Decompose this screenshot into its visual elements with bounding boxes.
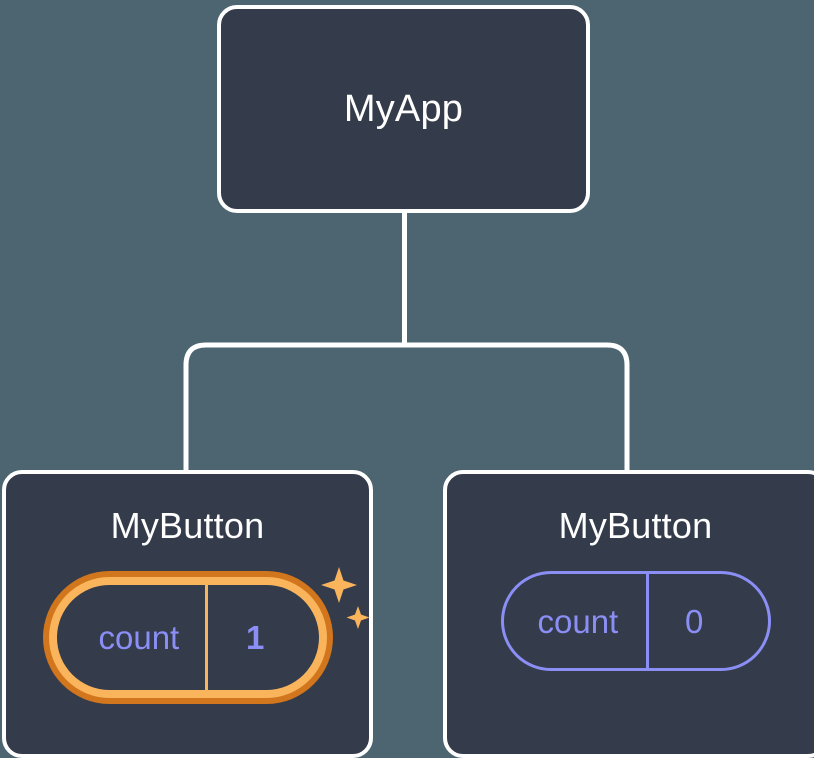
state-key-2: count <box>537 602 619 640</box>
sparkle-large-icon <box>320 567 357 603</box>
state-pill-inner-ring: count 1 <box>48 577 327 698</box>
node-myapp[interactable]: MyApp <box>217 5 590 213</box>
state-key-1: count <box>98 619 180 656</box>
sparkle-small-icon <box>346 606 369 629</box>
state-pill-core: count 1 <box>56 585 319 690</box>
state-value-2: 0 <box>646 574 745 668</box>
node-title-mybutton-1: MyButton <box>110 505 265 546</box>
state-value-1: 1 <box>205 585 318 690</box>
connector-branch-bar <box>183 342 630 470</box>
state-pill-wrap-1: count 1 <box>42 567 369 704</box>
node-title-mybutton-2: MyButton <box>558 505 713 546</box>
node-title-myapp: MyApp <box>343 88 464 130</box>
node-mybutton-1[interactable]: MyButton count 1 <box>2 470 373 758</box>
node-mybutton-2[interactable]: MyButton count 0 <box>443 470 814 758</box>
state-pill-normal[interactable]: count 0 <box>500 571 771 671</box>
state-pill-highlighted[interactable]: count 1 <box>42 571 333 704</box>
state-pill-wrap-2: count 0 <box>500 571 771 671</box>
component-tree-diagram: MyApp MyButton count 1 MyButton <box>2 5 814 758</box>
